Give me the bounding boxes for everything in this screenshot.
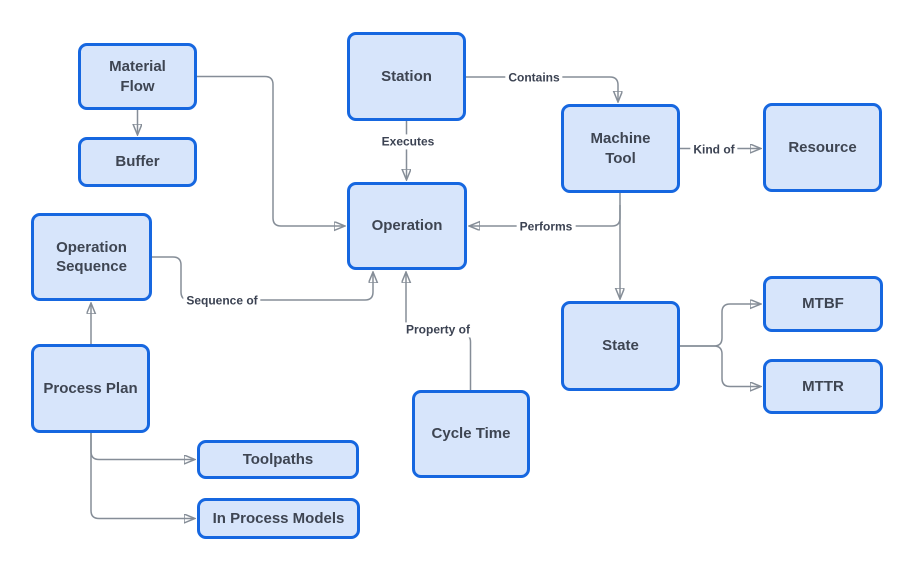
edge-label-sequence-of: Sequence of bbox=[183, 293, 261, 309]
node-in-process-models: In Process Models bbox=[197, 498, 360, 539]
node-mttr: MTTR bbox=[763, 359, 883, 414]
edge-label-executes: Executes bbox=[378, 134, 438, 150]
node-station: Station bbox=[347, 32, 466, 121]
edge-label-performs: Performs bbox=[516, 219, 576, 235]
edge-material-flow-operation bbox=[197, 75, 345, 227]
edge-process-plan-toolpaths bbox=[90, 433, 195, 460]
edge-machine-tool-operation bbox=[470, 205, 621, 226]
node-material-flow: Material Flow bbox=[78, 43, 197, 110]
edge-label-contains: Contains bbox=[505, 70, 563, 86]
node-cycle-time: Cycle Time bbox=[412, 390, 530, 478]
node-operation-sequence: Operation Sequence bbox=[31, 213, 152, 301]
edge-operation-sequence-operation bbox=[152, 256, 373, 301]
node-toolpaths: Toolpaths bbox=[197, 440, 359, 479]
node-operation: Operation bbox=[347, 182, 467, 270]
node-state: State bbox=[561, 301, 680, 391]
node-buffer: Buffer bbox=[78, 137, 197, 187]
edge-station-machine-tool bbox=[466, 76, 618, 102]
node-resource: Resource bbox=[763, 103, 882, 192]
edge-state-mtbf bbox=[680, 304, 761, 347]
edge-process-plan-in-process-models bbox=[90, 433, 195, 519]
edge-label-property-of: Property of bbox=[402, 322, 474, 338]
node-process-plan: Process Plan bbox=[31, 344, 150, 433]
edge-label-kind-of: Kind of bbox=[690, 142, 738, 158]
node-machine-tool: Machine Tool bbox=[561, 104, 680, 193]
node-mtbf: MTBF bbox=[763, 276, 883, 332]
edge-state-mttr bbox=[680, 345, 761, 387]
